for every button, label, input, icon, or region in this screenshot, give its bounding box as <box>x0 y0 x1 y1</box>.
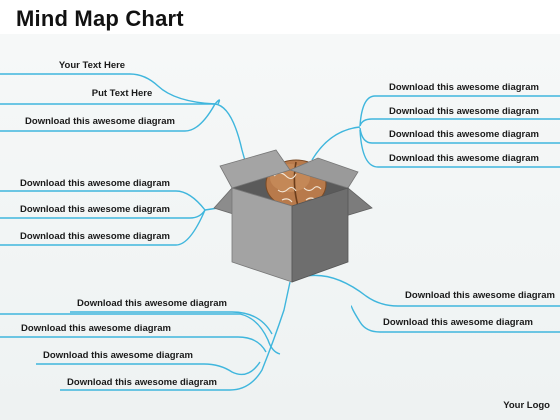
branch-label: Download this awesome diagram <box>20 178 170 189</box>
branch-label: Download this awesome diagram <box>389 129 539 140</box>
branch-line <box>70 311 273 335</box>
branch-label: Download this awesome diagram <box>77 298 227 309</box>
page-title: Mind Map Chart <box>16 6 184 31</box>
branch-label: Download this awesome diagram <box>389 82 539 93</box>
branch-label: Your Text Here <box>58 60 126 71</box>
branch-line <box>297 274 560 307</box>
branch-line <box>0 336 267 353</box>
branch-line <box>60 281 291 391</box>
branch-label: Download this awesome diagram <box>67 377 217 388</box>
branch-lines <box>0 73 560 391</box>
branch-line <box>359 118 560 127</box>
branch-line <box>0 73 216 105</box>
box-flap-back-left <box>219 149 291 189</box>
branch-label: Download this awesome diagram <box>389 153 539 164</box>
branch-label: Download this awesome diagram <box>20 231 170 242</box>
branch-label: Download this awesome diagram <box>383 317 533 328</box>
box-side-face <box>291 187 349 283</box>
branch-label: Download this awesome diagram <box>389 106 539 117</box>
branch-line <box>359 95 560 127</box>
branch-label: Download this awesome diagram <box>21 323 171 334</box>
branch-label: Put Text Here <box>91 88 153 99</box>
branch-line <box>36 361 261 376</box>
branch-label: Download this awesome diagram <box>43 350 193 361</box>
branch-line <box>0 190 206 211</box>
logo-text: Your Logo <box>503 400 550 411</box>
brain-in-box-icon <box>213 149 373 283</box>
branch-line <box>359 129 560 168</box>
branch-line <box>311 126 361 161</box>
branch-line <box>0 313 281 355</box>
branch-line <box>350 305 560 333</box>
box-flap-back-right <box>288 157 359 189</box>
branch-label: Download this awesome diagram <box>20 204 170 215</box>
branch-line <box>0 209 206 246</box>
branch-line <box>0 99 221 132</box>
branch-label: Download this awesome diagram <box>405 290 555 301</box>
branch-label: Download this awesome diagram <box>25 116 175 127</box>
